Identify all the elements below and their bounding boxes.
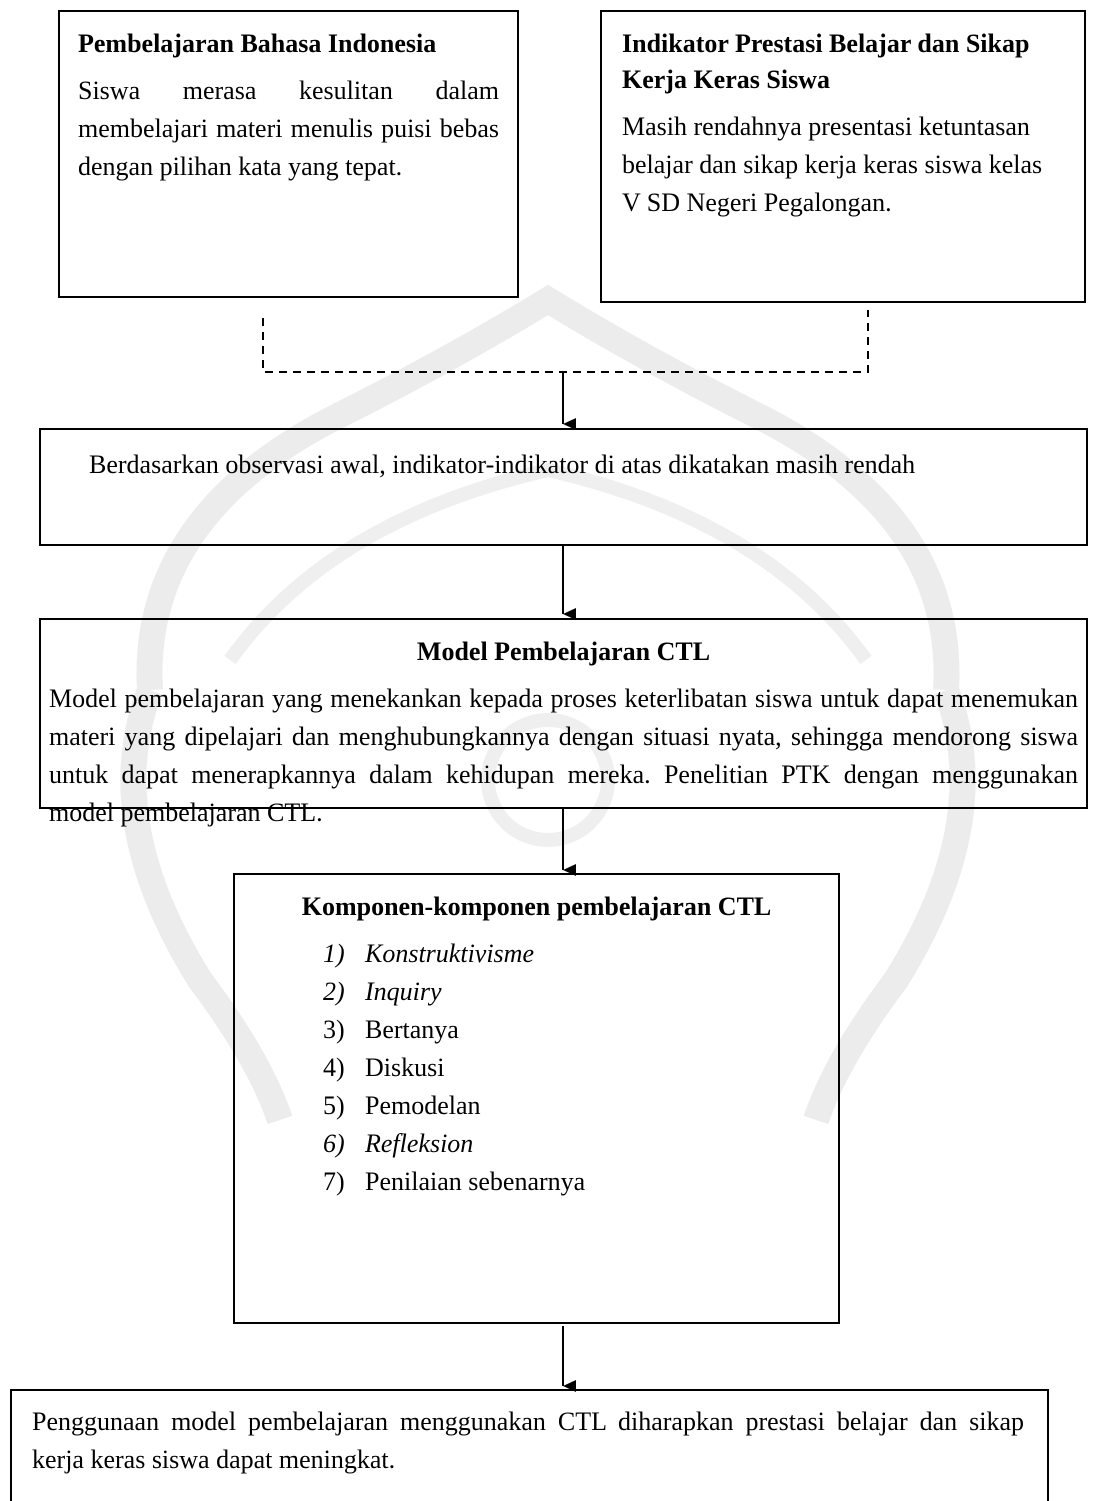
box-title: Indikator Prestasi Belajar dan Sikap Ker… [622, 29, 1030, 94]
item-number: 6) [323, 1129, 345, 1158]
item-number: 4) [323, 1053, 345, 1082]
item-label: Inquiry [365, 977, 442, 1006]
list-item: 2) Inquiry [323, 973, 818, 1011]
box-title: Komponen-komponen pembelajaran CTL [301, 892, 772, 921]
item-label: Refleksion [365, 1129, 474, 1158]
list-item: 5) Pemodelan [323, 1087, 818, 1125]
box-komponen-ctl: Komponen-komponen pembelajaran CTL 1) Kon… [233, 873, 840, 1324]
item-number: 3) [323, 1015, 345, 1044]
list-item: 1) Konstruktivisme [323, 935, 818, 973]
item-number: 7) [323, 1167, 345, 1196]
dashed-connector [262, 310, 869, 373]
box-indikator-prestasi: Indikator Prestasi Belajar dan Sikap Ker… [600, 10, 1086, 303]
box-text: Siswa merasa kesulitan dalam membelajari… [78, 76, 499, 181]
box-title: Pembelajaran Bahasa Indonesia [78, 29, 437, 58]
item-label: Bertanya [365, 1015, 459, 1044]
box-text: Berdasarkan observasi awal, indikator-in… [89, 450, 916, 479]
box-text: Model pembelajaran yang menekankan kepad… [49, 684, 1078, 827]
box-text: Penggunaan model pembelajaran menggunaka… [32, 1407, 1024, 1474]
box-text: Masih rendahnya presentasi ketuntasan be… [622, 112, 1043, 217]
item-label: Penilaian sebenarnya [365, 1167, 586, 1196]
list-item: 6) Refleksion [323, 1125, 818, 1163]
list-item: 4) Diskusi [323, 1049, 818, 1087]
box-title: Model Pembelajaran CTL [416, 637, 711, 666]
box-observasi-awal: Berdasarkan observasi awal, indikator-in… [39, 428, 1088, 546]
item-label: Diskusi [365, 1053, 445, 1082]
box-kesimpulan: Penggunaan model pembelajaran menggunaka… [10, 1389, 1049, 1501]
item-label: Konstruktivisme [365, 939, 534, 968]
item-number: 5) [323, 1091, 345, 1120]
item-number: 1) [323, 939, 345, 968]
list-item: 3) Bertanya [323, 1011, 818, 1049]
box-bahasa-indonesia: Pembelajaran Bahasa Indonesia Siswa mera… [58, 10, 519, 298]
item-number: 2) [323, 977, 345, 1006]
box-model-ctl: Model Pembelajaran CTL Model pembelajara… [39, 618, 1088, 827]
item-label: Pemodelan [365, 1091, 481, 1120]
list-item: 7) Penilaian sebenarnya [323, 1163, 818, 1201]
component-list: 1) Konstruktivisme 2) Inquiry 3) Bertanya 4… [323, 935, 818, 1201]
